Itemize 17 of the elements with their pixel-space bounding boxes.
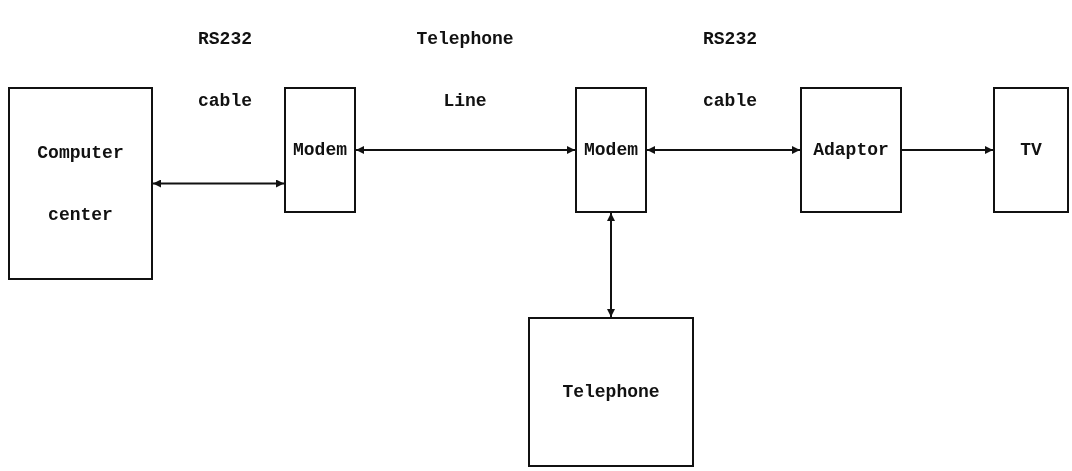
process-box <box>528 317 694 467</box>
box-label: Modem <box>293 139 347 162</box>
process-box <box>575 87 647 213</box>
process-box <box>800 87 902 213</box>
process-box <box>284 87 356 213</box>
arrow <box>355 146 576 154</box>
box-label: Modem <box>584 139 638 162</box>
box-label: Computer center <box>36 141 125 227</box>
arrow <box>901 146 994 154</box>
arrow <box>646 146 801 154</box>
process-box <box>8 87 153 280</box>
box-label: TV <box>1020 139 1042 162</box>
box-label: Telephone <box>562 381 660 404</box>
arrow <box>152 179 285 188</box>
arrow <box>607 212 615 318</box>
box-label: Adaptor <box>813 139 889 162</box>
process-box <box>993 87 1069 213</box>
